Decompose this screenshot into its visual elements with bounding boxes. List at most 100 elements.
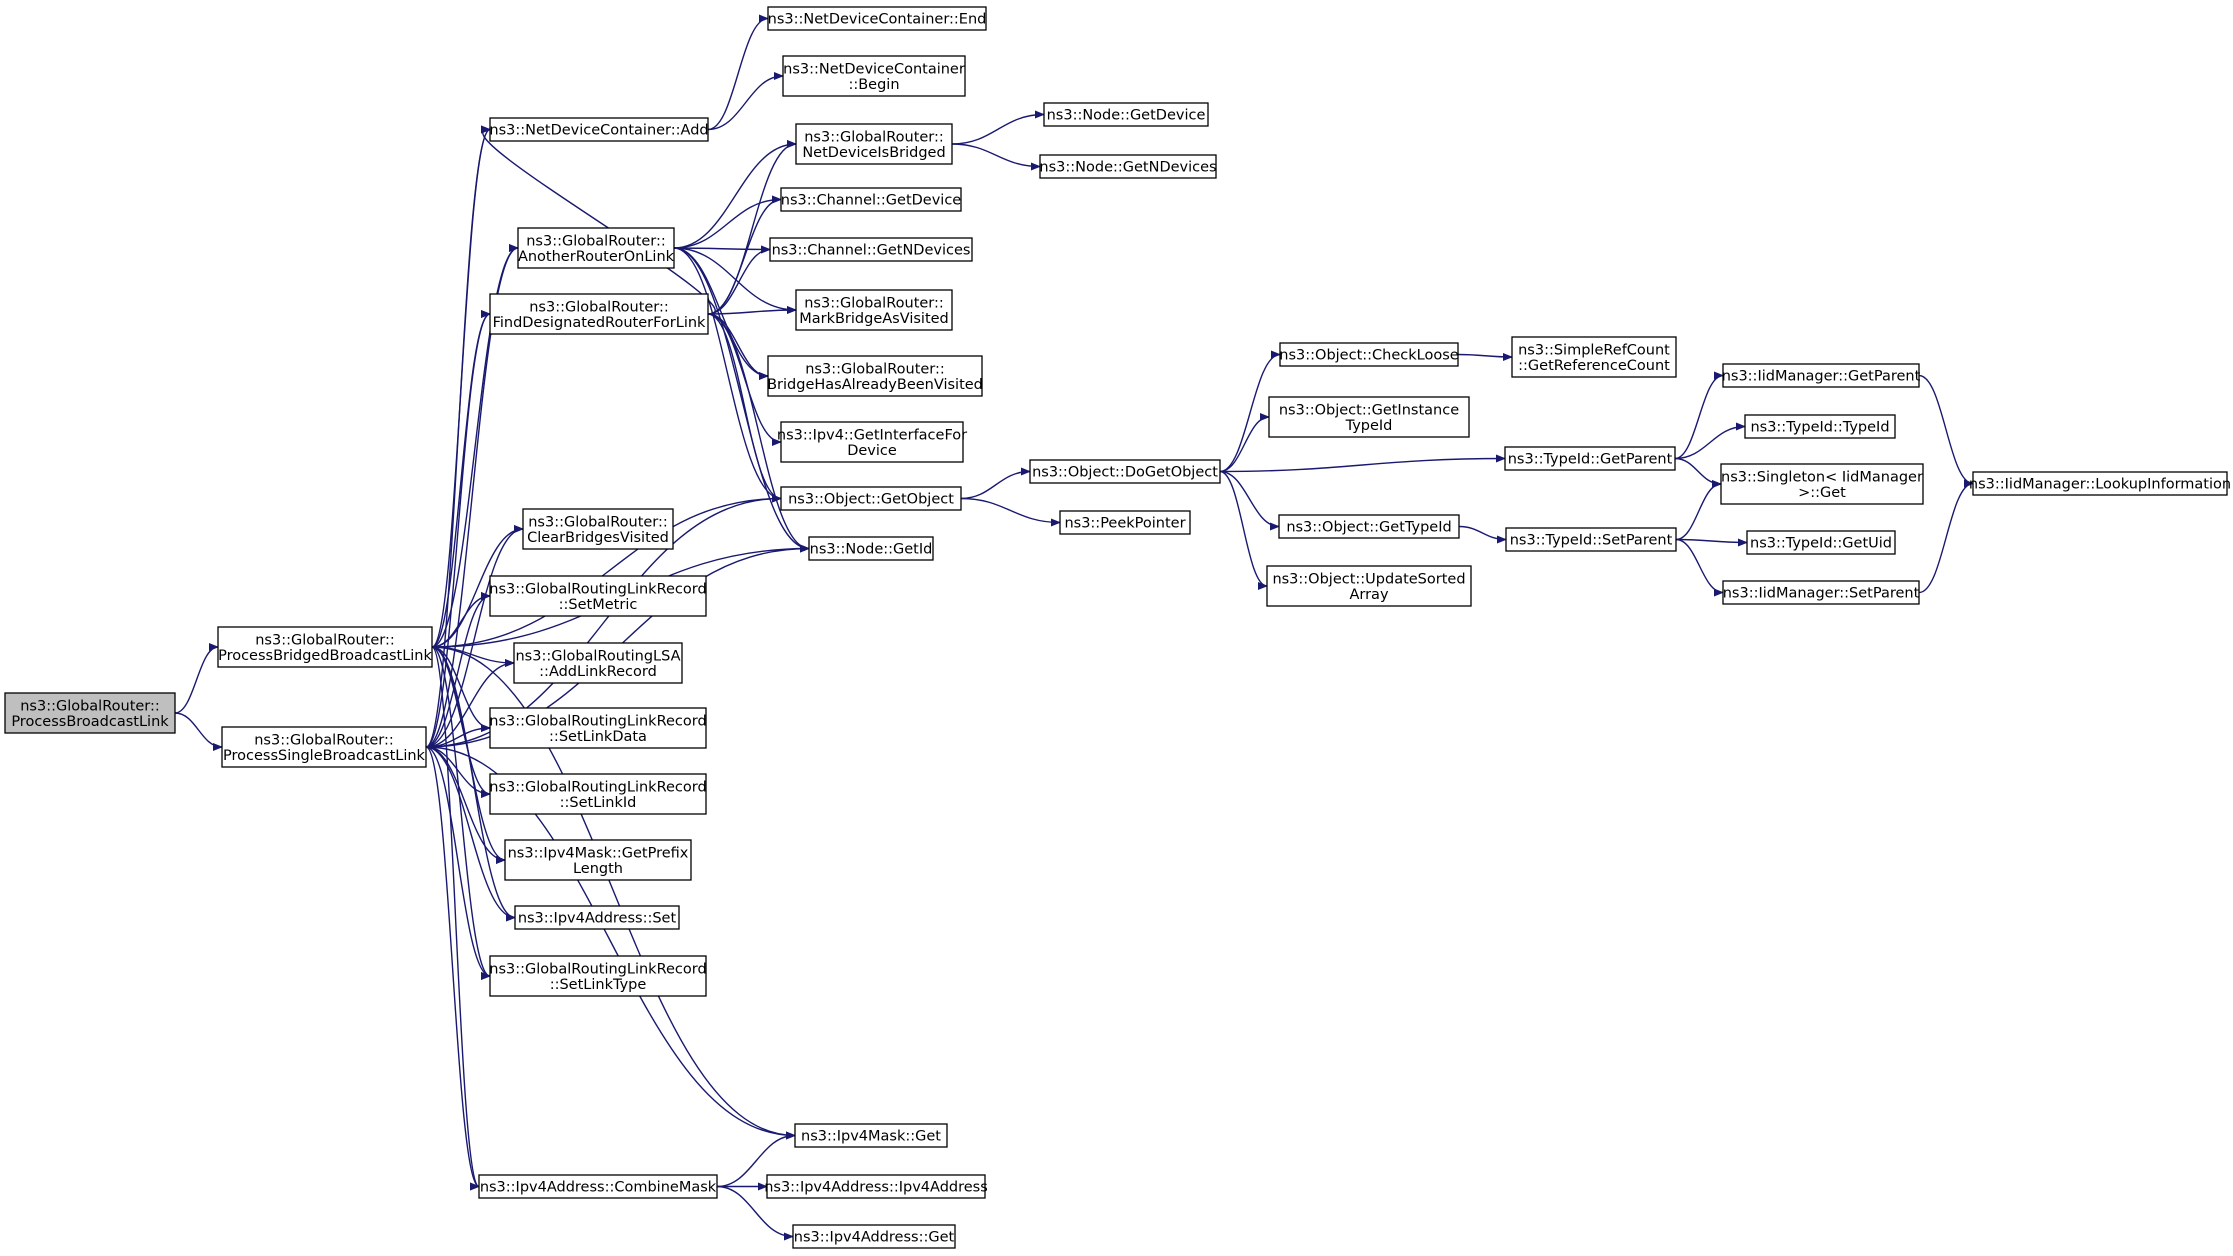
node-pbbl[interactable]: ns3::GlobalRouter::ProcessBridgedBroadca… bbox=[217, 626, 433, 668]
node-label-aro-0: ns3::GlobalRouter:: bbox=[526, 233, 666, 249]
node-mask_get[interactable]: ns3::Ipv4Mask::Get bbox=[794, 1123, 948, 1148]
node-label-ipv4_gif-0: ns3::Ipv4::GetInterfaceFor bbox=[777, 427, 967, 443]
edge-psbl-to-fdr bbox=[425, 310, 491, 748]
node-box-mask_get bbox=[794, 1123, 948, 1148]
node-ndc_begin[interactable]: ns3::NetDeviceContainer::Begin bbox=[782, 55, 966, 97]
node-iid_setparent[interactable]: ns3::IidManager::SetParent bbox=[1722, 580, 1920, 605]
node-tid_typeid[interactable]: ns3::TypeId::TypeId bbox=[1744, 414, 1896, 439]
node-obj_gettypeid[interactable]: ns3::Object::GetTypeId bbox=[1278, 514, 1460, 539]
node-box-obj_updsorted bbox=[1266, 565, 1472, 607]
node-box-glr_setlinkid bbox=[489, 773, 707, 815]
edge-root-to-pbbl bbox=[174, 643, 219, 714]
edge-addr_combine-to-addr_get bbox=[716, 1185, 794, 1241]
node-bhabv[interactable]: ns3::GlobalRouter::BridgeHasAlreadyBeenV… bbox=[767, 355, 983, 397]
node-box-glr_setlinkdata bbox=[489, 707, 707, 749]
node-label-glr_setlinktype-1: ::SetLinkType bbox=[550, 977, 647, 993]
node-lsa_add[interactable]: ns3::GlobalRoutingLSA::AddLinkRecord bbox=[513, 642, 683, 684]
edge-layer bbox=[174, 14, 1974, 1241]
node-label-obj_updsorted-0: ns3::Object::UpdateSorted bbox=[1272, 571, 1465, 587]
node-node_getndev[interactable]: ns3::Node::GetNDevices bbox=[1039, 154, 1217, 179]
node-addr_combine[interactable]: ns3::Ipv4Address::CombineMask bbox=[478, 1174, 718, 1199]
edge-psbl-to-aro bbox=[425, 244, 519, 748]
node-node_getdev[interactable]: ns3::Node::GetDevice bbox=[1043, 102, 1209, 127]
edge-ndib-to-node_getndev bbox=[951, 143, 1041, 171]
node-obj_checkloose[interactable]: ns3::Object::CheckLoose bbox=[1279, 342, 1459, 367]
edge-psbl-to-cbv bbox=[425, 525, 524, 748]
edge-iid_setparent-to-iid_lookup bbox=[1918, 479, 1974, 594]
edge-psbl-to-glr_setmetric bbox=[425, 592, 491, 748]
node-addr_get[interactable]: ns3::Ipv4Address::Get bbox=[792, 1224, 956, 1249]
node-label-addr_get-0: ns3::Ipv4Address::Get bbox=[794, 1230, 955, 1246]
edge-pbbl-to-glr_setlinktype bbox=[431, 646, 491, 980]
edge-obj_dogetobj-to-obj_checkloose bbox=[1219, 350, 1281, 473]
node-glr_setlinkdata[interactable]: ns3::GlobalRoutingLinkRecord::SetLinkDat… bbox=[489, 707, 707, 749]
edge-ndib-to-node_getdev bbox=[951, 110, 1045, 145]
node-box-ndc_end bbox=[767, 6, 987, 31]
node-iid_getparent[interactable]: ns3::IidManager::GetParent bbox=[1722, 363, 1921, 388]
node-iid_lookup[interactable]: ns3::IidManager::LookupInformation bbox=[1969, 471, 2231, 496]
node-fdr[interactable]: ns3::GlobalRouter::FindDesignatedRouterF… bbox=[489, 293, 709, 335]
edge-tid_getparent-to-singleton_get bbox=[1674, 457, 1722, 488]
node-mbav[interactable]: ns3::GlobalRouter::MarkBridgeAsVisited bbox=[795, 289, 953, 331]
node-psbl[interactable]: ns3::GlobalRouter::ProcessSingleBroadcas… bbox=[221, 726, 427, 768]
edge-tid_setparent-to-tid_getuid bbox=[1675, 538, 1748, 547]
node-obj_dogetobj[interactable]: ns3::Object::DoGetObject bbox=[1029, 459, 1221, 484]
edge-obj_getobj-to-peek bbox=[960, 497, 1061, 527]
node-glr_setlinktype[interactable]: ns3::GlobalRoutingLinkRecord::SetLinkTyp… bbox=[489, 955, 707, 997]
node-tid_getparent[interactable]: ns3::TypeId::GetParent bbox=[1504, 446, 1676, 471]
node-ndib[interactable]: ns3::GlobalRouter::NetDeviceIsBridged bbox=[795, 123, 953, 165]
node-ch_getndev[interactable]: ns3::Channel::GetNDevices bbox=[769, 237, 973, 262]
node-box-obj_getinst bbox=[1268, 396, 1470, 438]
node-addr_ctor[interactable]: ns3::Ipv4Address::Ipv4Address bbox=[764, 1174, 988, 1199]
edge-aro-to-mbav bbox=[673, 247, 797, 314]
node-ndc_add[interactable]: ns3::NetDeviceContainer::Add bbox=[489, 117, 709, 142]
edge-ndc_add-to-ndc_end bbox=[707, 14, 769, 131]
node-label-ndc_add-0: ns3::NetDeviceContainer::Add bbox=[489, 123, 708, 139]
node-tid_getuid[interactable]: ns3::TypeId::GetUid bbox=[1746, 530, 1896, 555]
node-ndc_end[interactable]: ns3::NetDeviceContainer::End bbox=[767, 6, 987, 31]
node-box-ndc_begin bbox=[782, 55, 966, 97]
node-label-obj_getobj-0: ns3::Object::GetObject bbox=[788, 492, 954, 508]
node-src_getref[interactable]: ns3::SimpleRefCount::GetReferenceCount bbox=[1511, 336, 1677, 378]
node-node_getid[interactable]: ns3::Node::GetId bbox=[808, 536, 934, 561]
node-singleton_get[interactable]: ns3::Singleton< IidManager >::Get bbox=[1720, 463, 1924, 505]
node-cbv[interactable]: ns3::GlobalRouter::ClearBridgesVisited bbox=[522, 508, 674, 550]
node-obj_getobj[interactable]: ns3::Object::GetObject bbox=[780, 486, 962, 511]
node-label-psbl-0: ns3::GlobalRouter:: bbox=[254, 732, 394, 748]
node-box-node_getdev bbox=[1043, 102, 1209, 127]
node-label-psbl-1: ProcessSingleBroadcastLink bbox=[223, 748, 426, 764]
edge-psbl-to-ndc_add bbox=[425, 125, 491, 748]
edge-psbl-to-mask_get bbox=[425, 746, 796, 1140]
node-label-src_getref-1: ::GetReferenceCount bbox=[1518, 358, 1670, 374]
node-glr_setmetric[interactable]: ns3::GlobalRoutingLinkRecord::SetMetric bbox=[489, 575, 707, 617]
node-box-ch_getdev bbox=[780, 187, 962, 212]
node-peek[interactable]: ns3::PeekPointer bbox=[1059, 510, 1191, 535]
node-box-obj_dogetobj bbox=[1029, 459, 1221, 484]
node-label-obj_getinst-0: ns3::Object::GetInstance bbox=[1279, 402, 1459, 418]
node-label-fdr-1: FindDesignatedRouterForLink bbox=[493, 315, 706, 331]
edge-psbl-to-lsa_add bbox=[425, 659, 515, 748]
node-label-tid_getparent-0: ns3::TypeId::GetParent bbox=[1508, 452, 1673, 468]
node-tid_setparent[interactable]: ns3::TypeId::SetParent bbox=[1505, 527, 1677, 552]
node-label-obj_gettypeid-0: ns3::Object::GetTypeId bbox=[1286, 520, 1451, 536]
node-ch_getdev[interactable]: ns3::Channel::GetDevice bbox=[780, 187, 962, 212]
node-label-ch_getdev-0: ns3::Channel::GetDevice bbox=[781, 193, 962, 209]
node-box-mbav bbox=[795, 289, 953, 331]
node-box-mask_prefix bbox=[504, 839, 692, 881]
node-box-lsa_add bbox=[513, 642, 683, 684]
node-glr_setlinkid[interactable]: ns3::GlobalRoutingLinkRecord::SetLinkId bbox=[489, 773, 707, 815]
node-box-ipv4_gif bbox=[780, 421, 964, 463]
node-aro[interactable]: ns3::GlobalRouter::AnotherRouterOnLink bbox=[517, 227, 675, 269]
node-box-iid_lookup bbox=[1972, 471, 2228, 496]
edge-aro-to-ch_getdev bbox=[673, 195, 782, 249]
node-box-node_getid bbox=[808, 536, 934, 561]
node-root[interactable]: ns3::GlobalRouter::ProcessBroadcastLink bbox=[4, 692, 176, 734]
node-label-mask_prefix-1: Length bbox=[573, 861, 623, 877]
node-box-tid_typeid bbox=[1744, 414, 1896, 439]
node-addr_set[interactable]: ns3::Ipv4Address::Set bbox=[514, 905, 680, 930]
node-label-node_getdev-0: ns3::Node::GetDevice bbox=[1047, 108, 1206, 124]
